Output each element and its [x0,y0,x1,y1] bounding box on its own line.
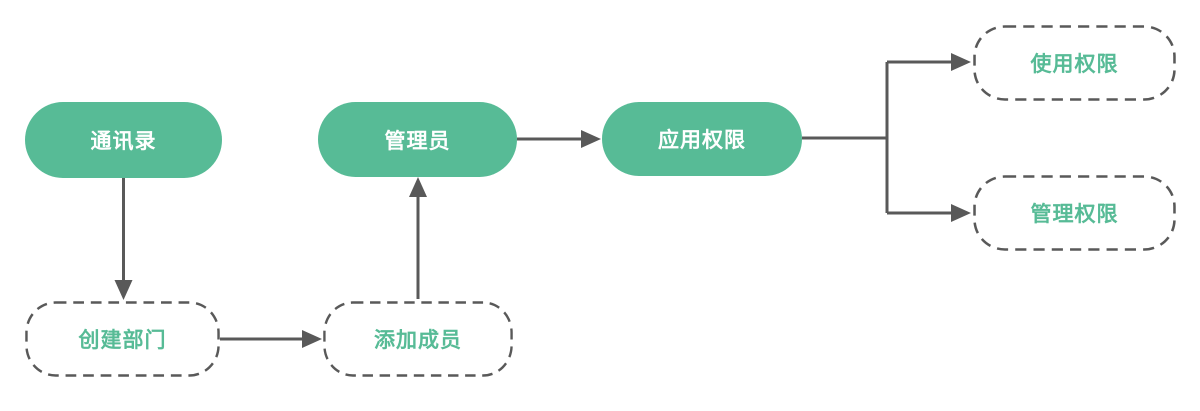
node-contacts-label: 通讯录 [90,130,157,153]
arrowhead-right-app [581,130,601,148]
node-use-permission[interactable]: 使用权限 [973,25,1176,101]
node-add-member[interactable]: 添加成员 [323,301,513,377]
node-manage-permission-label: 管理权限 [1030,203,1119,226]
node-manage-permission[interactable]: 管理权限 [973,175,1176,251]
arrowhead-right-add [302,330,322,348]
edge-app-branch [802,60,952,215]
node-create-department-label: 创建部门 [78,329,167,352]
node-admin[interactable]: 管理员 [318,102,517,177]
arrowhead-right-use [951,53,971,71]
node-app-permission[interactable]: 应用权限 [602,102,802,176]
node-use-permission-label: 使用权限 [1030,53,1119,76]
node-contacts[interactable]: 通讯录 [25,102,222,178]
arrowhead-right-manage [951,204,971,222]
arrowhead-down-create [114,280,133,300]
node-admin-label: 管理员 [384,129,451,153]
node-add-member-label: 添加成员 [374,329,462,352]
node-app-permission-label: 应用权限 [658,129,746,152]
arrowhead-up-admin [409,177,427,197]
node-create-department[interactable]: 创建部门 [25,301,220,377]
